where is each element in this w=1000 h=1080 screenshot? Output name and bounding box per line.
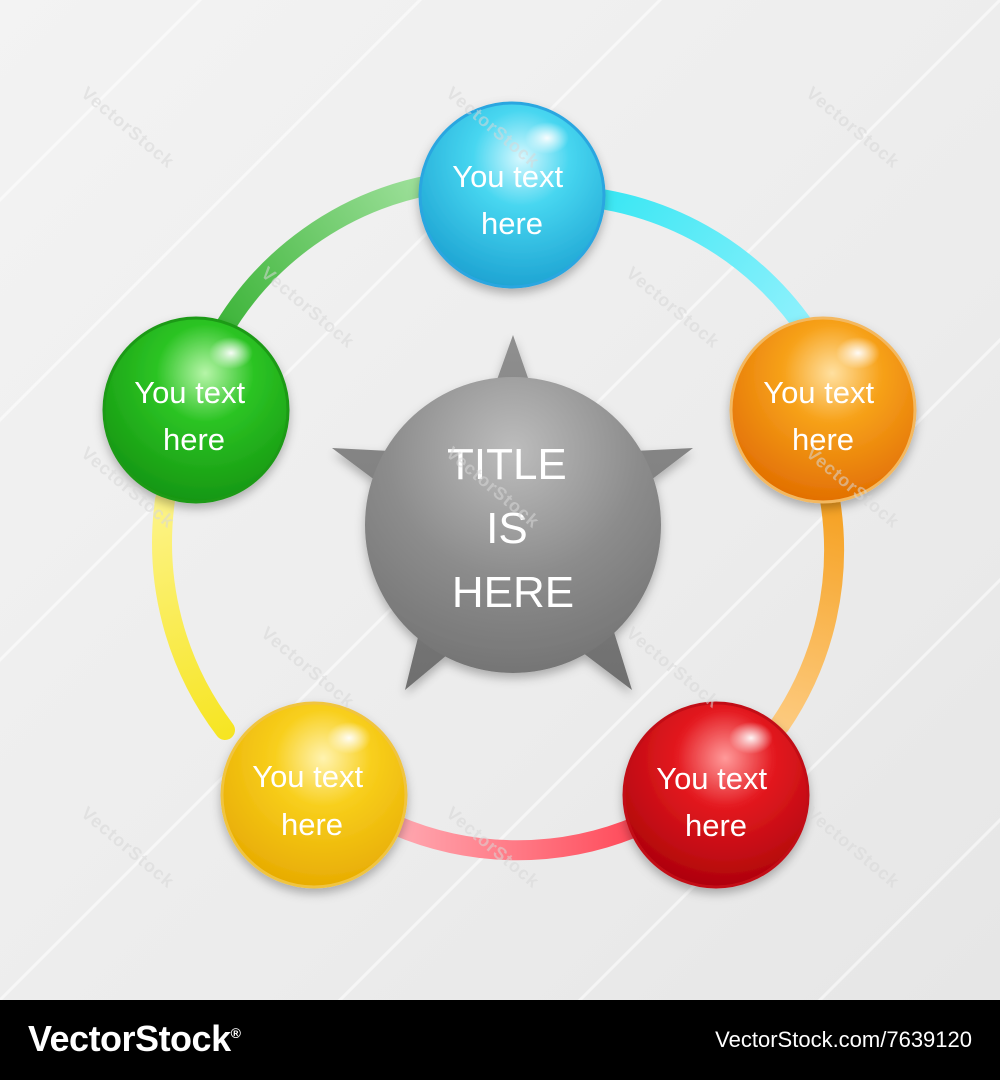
node-4: You text here (220, 701, 408, 889)
node-5-highlight (209, 337, 253, 369)
node-4-sphere (220, 701, 408, 889)
footer-brand: VectorStock® (28, 1018, 241, 1060)
watermark-10: VectorStock (622, 623, 723, 712)
connector-3-4 (385, 815, 650, 861)
center-title-line-3: HERE (452, 568, 574, 617)
center-title-line-2: IS (486, 504, 528, 553)
node-2-highlight (836, 337, 880, 369)
footer-brand-name: VectorStock (28, 1018, 231, 1059)
connector-4-5 (152, 490, 235, 740)
watermark-9: VectorStock (257, 623, 358, 712)
footer-bar: VectorStock® VectorStock.com/7639120 (0, 1000, 1000, 1080)
diagram-canvas: TITLE IS HERE You text here You text her… (0, 0, 1000, 1000)
node-2-text: You text here (763, 375, 883, 457)
node-5-sphere (102, 316, 290, 504)
node-1-highlight (525, 122, 569, 154)
node-1-text: You text here (452, 159, 572, 241)
node-5-text: You text here (134, 375, 254, 457)
node-1: You text here (418, 101, 606, 289)
watermark-4: VectorStock (257, 263, 358, 352)
footer-url: VectorStock.com/7639120 (715, 1027, 972, 1052)
watermark-3: VectorStock (802, 83, 903, 172)
center-badge (332, 335, 693, 690)
node-2: You text here (729, 316, 917, 504)
watermark-1: VectorStock (77, 83, 178, 172)
node-3-highlight (729, 722, 773, 754)
node-5: You text here (102, 316, 290, 504)
center-title: TITLE IS HERE (447, 440, 579, 617)
cycle-diagram: TITLE IS HERE You text here You text her… (0, 0, 1000, 1000)
node-3-text: You text here (656, 761, 776, 843)
node-4-text: You text here (252, 759, 372, 842)
node-3: You text here (622, 701, 810, 889)
connector-5-1 (210, 175, 440, 345)
node-4-highlight (327, 722, 371, 754)
center-circle (365, 377, 661, 673)
footer-brand-reg: ® (230, 1025, 241, 1041)
center-title-line-1: TITLE (447, 440, 567, 489)
background-lines (0, 0, 1000, 1000)
watermark-13: VectorStock (802, 803, 903, 892)
connector-2-3 (770, 490, 845, 735)
watermark-5: VectorStock (622, 263, 723, 352)
watermark-11: VectorStock (77, 803, 178, 892)
